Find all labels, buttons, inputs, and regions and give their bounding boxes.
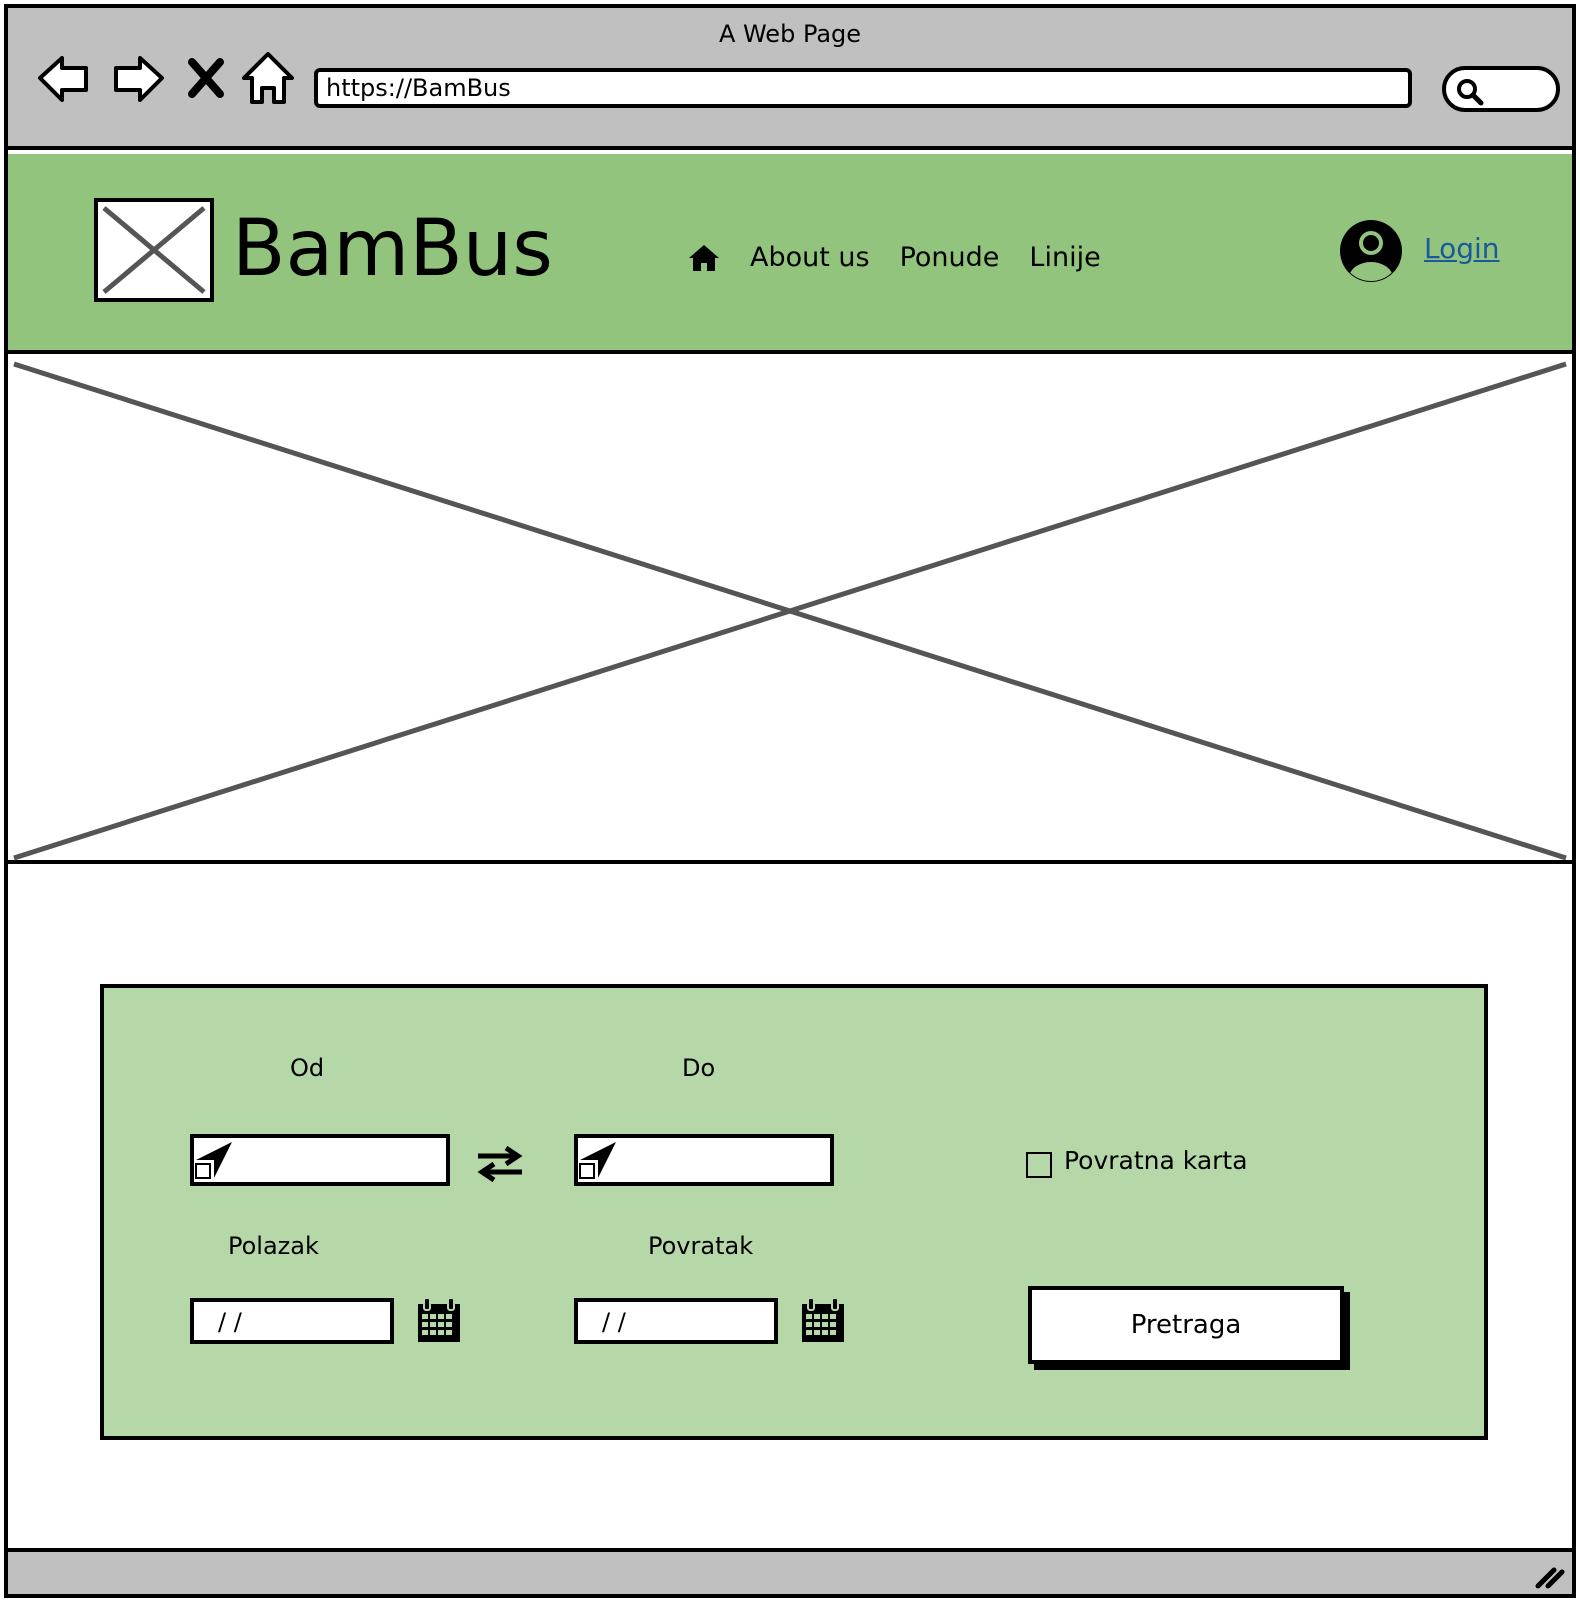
login-link[interactable]: Login — [1424, 232, 1500, 265]
search-form: Od Do Povratna karta Polazak Povratak / … — [100, 984, 1488, 1440]
location-icon — [195, 1142, 232, 1179]
return-date-placeholder: / / — [602, 1308, 626, 1336]
search-button[interactable]: Pretraga — [1028, 1286, 1344, 1364]
home-icon[interactable] — [688, 243, 720, 273]
brand-name: BamBus — [232, 204, 553, 294]
nav-item-about-us[interactable]: About us — [750, 242, 870, 273]
from-label: Od — [290, 1054, 325, 1082]
calendar-icon[interactable] — [416, 1296, 462, 1344]
departure-date-input[interactable]: / / — [190, 1298, 394, 1344]
return-ticket-checkbox[interactable] — [1026, 1152, 1052, 1178]
nav-item-ponude[interactable]: Ponude — [899, 242, 1000, 273]
back-icon[interactable] — [34, 48, 94, 108]
to-input[interactable] — [574, 1134, 834, 1186]
departure-date-placeholder: / / — [218, 1308, 242, 1336]
browser-window: A Web Page https://BamBus BamBus — [4, 4, 1576, 1598]
browser-chrome: A Web Page https://BamBus — [8, 8, 1572, 150]
stop-icon[interactable] — [184, 48, 228, 108]
logo-placeholder[interactable] — [94, 198, 214, 302]
site-header: BamBus About us Ponude Linije Login — [8, 154, 1572, 354]
departure-label: Polazak — [228, 1232, 319, 1260]
main-nav: About us Ponude Linije — [688, 242, 1101, 273]
resize-grip-icon[interactable] — [1534, 1560, 1566, 1590]
user-icon[interactable] — [1338, 218, 1404, 284]
from-input[interactable] — [190, 1134, 450, 1186]
to-label: Do — [682, 1054, 716, 1082]
search-icon — [1457, 79, 1484, 106]
location-icon — [579, 1142, 616, 1179]
url-bar[interactable]: https://BamBus — [314, 68, 1412, 108]
forward-icon[interactable] — [108, 48, 168, 108]
window-title: A Web Page — [718, 20, 862, 48]
calendar-icon[interactable] — [800, 1296, 846, 1344]
swap-icon[interactable] — [474, 1144, 526, 1184]
home-icon[interactable] — [238, 48, 298, 108]
image-placeholder-icon — [102, 206, 206, 294]
return-date-label: Povratak — [648, 1232, 754, 1260]
status-bar — [8, 1548, 1572, 1594]
hero-placeholder-cross — [13, 361, 1567, 861]
return-ticket-label: Povratna karta — [1064, 1146, 1248, 1175]
nav-item-linije[interactable]: Linije — [1029, 242, 1101, 273]
return-date-input[interactable]: / / — [574, 1298, 778, 1344]
hero-image-placeholder — [8, 358, 1572, 864]
browser-search-field[interactable] — [1442, 66, 1560, 112]
